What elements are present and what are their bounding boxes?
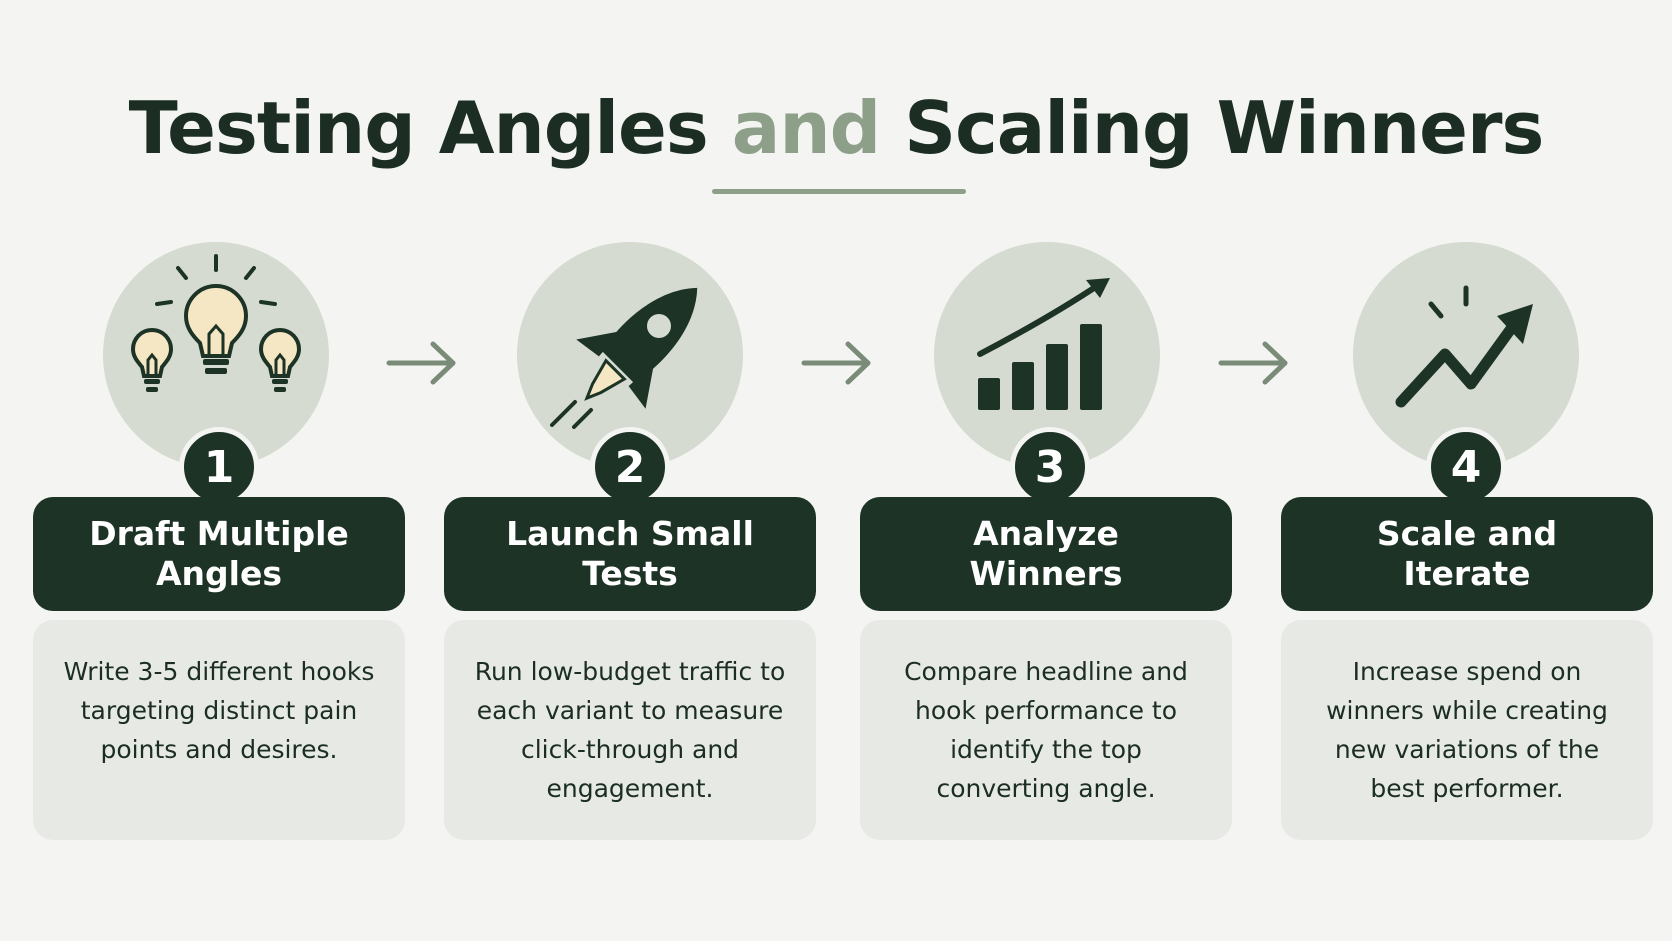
step-1-description: Write 3-5 different hooks targeting dist… (33, 620, 405, 840)
title-part-2: Scaling Winners (880, 86, 1544, 170)
step-2-number-badge: 2 (590, 427, 670, 507)
arrow-right-icon (1218, 341, 1288, 385)
trend-up-arrow-icon (1395, 285, 1533, 408)
arrow-right-icon (801, 341, 871, 385)
step-2-description: Run low-budget traffic to each variant t… (444, 620, 816, 840)
step-4-description: Increase spend on winners while creating… (1281, 620, 1653, 840)
arrow-right-icon (386, 341, 456, 385)
step-4: 4 Scale and Iterate Increase spend on wi… (1281, 0, 1653, 941)
step-3-icon-circle (934, 242, 1160, 468)
step-3-description: Compare headline and hook performance to… (860, 620, 1232, 840)
title-underline (712, 189, 966, 194)
title-part-1: Testing Angles (128, 86, 732, 170)
step-3: 3 Analyze Winners Compare headline and h… (860, 0, 1232, 941)
step-4-heading: Scale and Iterate (1281, 497, 1653, 611)
step-4-number-badge: 4 (1426, 427, 1506, 507)
step-2-heading: Launch Small Tests (444, 497, 816, 611)
page-title: Testing Angles and Scaling Winners (0, 78, 1672, 178)
step-2: 2 Launch Small Tests Run low-budget traf… (444, 0, 816, 941)
step-3-heading: Analyze Winners (860, 497, 1232, 611)
step-1-number-badge: 1 (179, 427, 259, 507)
lightbulbs-icon (130, 254, 302, 392)
step-1-heading: Draft Multiple Angles (33, 497, 405, 611)
bar-chart-growth-icon (977, 278, 1110, 410)
title-accent: and (731, 86, 881, 170)
step-1: 1 Draft Multiple Angles Write 3-5 differ… (33, 0, 405, 941)
rocket-icon (550, 287, 698, 429)
step-3-number-badge: 3 (1010, 427, 1090, 507)
